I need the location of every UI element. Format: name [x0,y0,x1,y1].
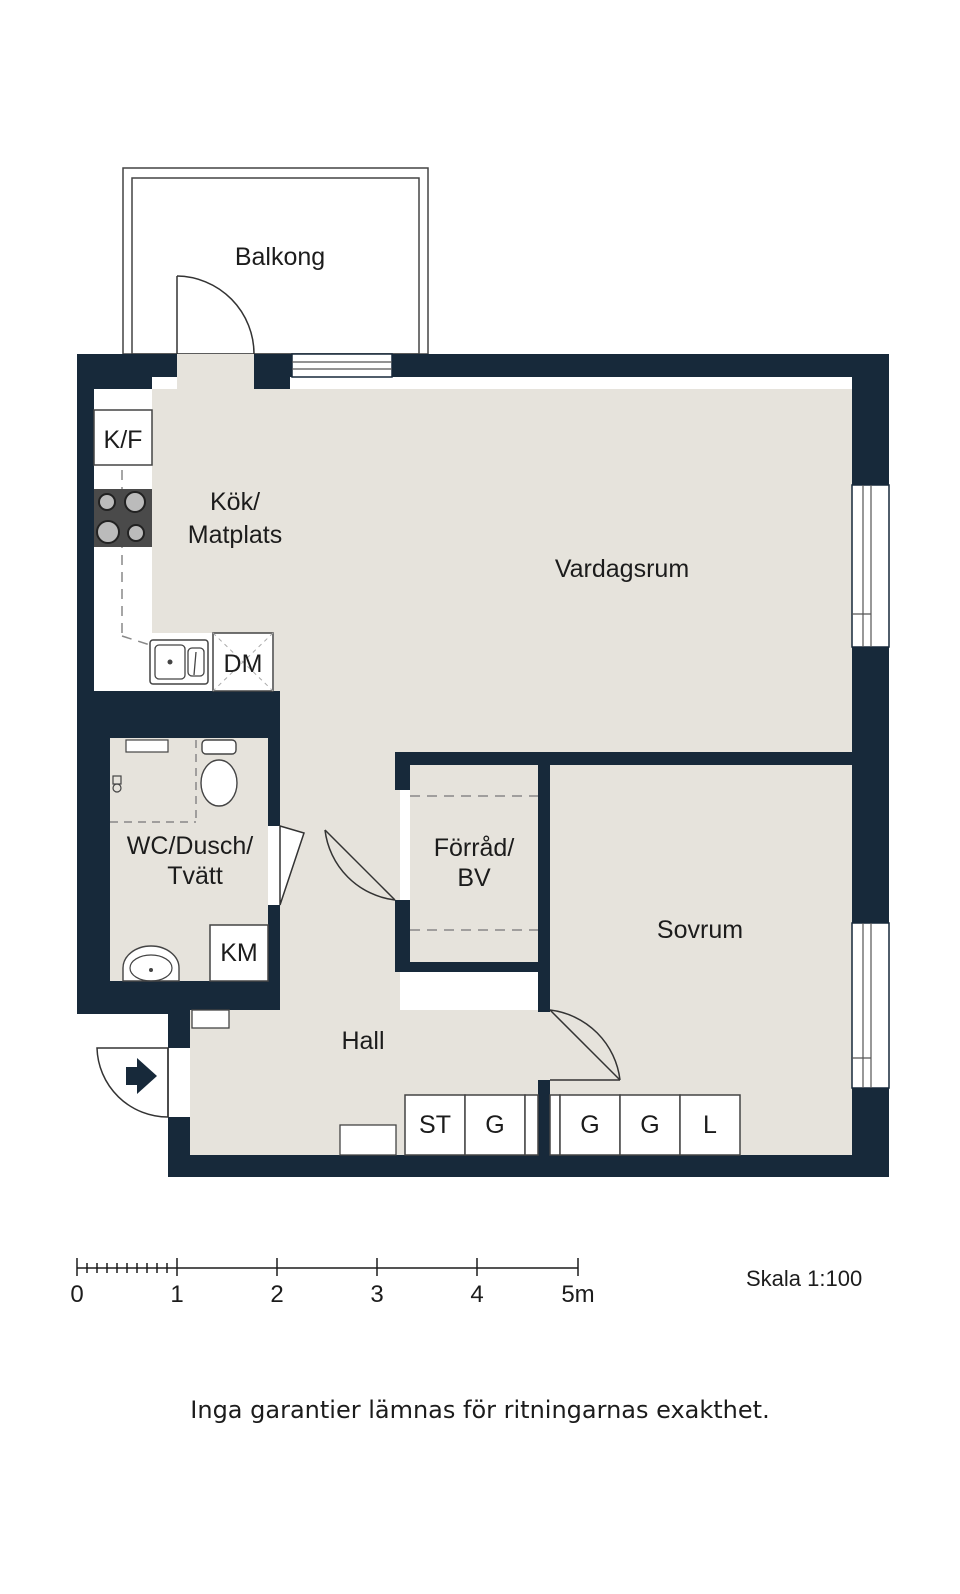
fridge-freezer: K/F [93,409,153,466]
inner-walls [77,354,852,1155]
bathroom-label-line1: WC/Dusch/ [127,832,253,860]
kitchen-label-line1: Kök/ [210,488,260,516]
disclaimer: Inga garantier lämnas för ritningarnas e… [190,1396,770,1424]
sink-icon [149,639,209,685]
balcony-label: Balkong [235,243,325,271]
scale-tick-labels: 0 1 2 3 4 5m [70,1281,594,1308]
storage-label-line2: BV [457,864,491,892]
toilet-icon [200,739,238,807]
scale-tick-label: 1 [170,1281,183,1308]
kitchen-label-line2: Matplats [188,521,282,549]
balcony [122,167,429,355]
washing-machine: KM [209,924,269,982]
hall-label: Hall [341,1027,384,1055]
closet-label: ST [419,1111,451,1139]
stove-icon [94,489,152,547]
living-room-label: Vardagsrum [555,555,689,583]
balcony-door [176,275,255,355]
scale-bar [76,1258,579,1276]
dishwasher: DM [212,632,274,692]
window-bedroom [851,922,890,1089]
closet-label: G [485,1111,504,1139]
scale-tick-label: 0 [70,1281,83,1308]
storage-door [324,829,396,901]
scale-ratio-label: Skala 1:100 [746,1266,863,1291]
scale-tick-label: 3 [370,1281,383,1308]
shower-icon [110,739,197,823]
scale-tick-label: 4 [470,1281,483,1308]
room-labels: Balkong Kök/ Matplats Vardagsrum WC/Dusc… [127,243,743,1055]
window-living [851,484,890,648]
washbasin-icon [122,945,180,982]
closet-label: G [580,1111,599,1139]
bathroom-door [279,825,305,906]
closet-row: ST G G G L [404,1094,741,1156]
window-top [291,353,393,378]
storage-label-line1: Förråd/ [434,834,515,862]
scale-tick-label: 2 [270,1281,283,1308]
washing-machine-label: KM [220,939,258,967]
bedroom-label: Sovrum [657,916,743,944]
scale-tick-label: 5m [561,1281,594,1308]
closet-label: G [640,1111,659,1139]
entrance-arrow-icon [126,1058,157,1094]
bedroom-door [549,1009,621,1081]
hall-shelf [191,1009,397,1156]
dishwasher-label: DM [224,650,263,678]
scale-minor-ticks [86,1263,168,1273]
storage-shelves [410,795,538,931]
fridge-freezer-label: K/F [104,426,143,454]
closet-label: L [703,1111,717,1139]
bathroom-label-line2: Tvätt [167,862,223,890]
windows [291,353,890,1089]
